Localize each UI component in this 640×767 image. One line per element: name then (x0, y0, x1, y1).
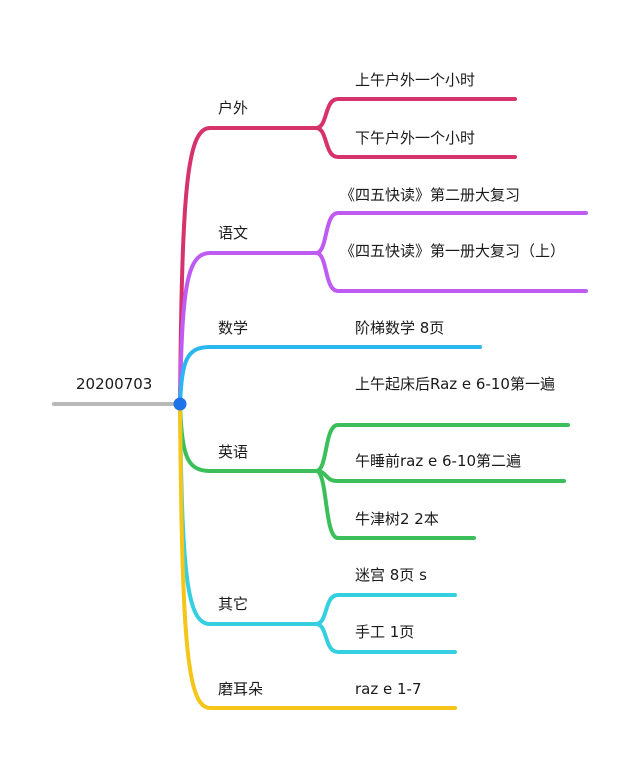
leaf-line-other-1 (314, 622, 457, 654)
leaf-label-outdoor-afternoon[interactable]: 下午户外一个小时 (355, 129, 476, 147)
root-node-dot[interactable] (173, 397, 187, 411)
leaf-label-english-nap[interactable]: 午睡前raz e 6-10第二遍 (355, 452, 522, 470)
branch-line-chinese (178, 251, 318, 406)
branch-label-ear[interactable]: 磨耳朵 (218, 680, 264, 698)
branch-label-chinese[interactable]: 语文 (218, 224, 249, 242)
leaf-label-other-craft[interactable]: 手工 1页 (355, 623, 415, 641)
leaf-line-english-2 (314, 469, 476, 540)
branch-line-ear (178, 402, 318, 710)
branch-line-other (178, 402, 318, 626)
branch-label-outdoor[interactable]: 户外 (218, 99, 249, 117)
leaf-label-math-steps[interactable]: 阶梯数学 8页 (355, 319, 445, 337)
leaf-label-other-maze[interactable]: 迷宫 8页 s (355, 566, 427, 584)
leaf-line-chinese-0 (314, 211, 588, 255)
leaf-label-chinese-book2[interactable]: 《四五快读》第二册大复习 (340, 186, 521, 204)
branch-line-math (178, 345, 318, 406)
leaf-line-chinese-1 (314, 251, 588, 293)
leaf-label-ear-raz[interactable]: raz e 1-7 (355, 680, 422, 698)
leaf-label-english-oxford[interactable]: 牛津树2 2本 (355, 510, 439, 528)
root-topic-label[interactable]: 20200703 (76, 375, 153, 393)
leaf-label-outdoor-morning[interactable]: 上午户外一个小时 (355, 71, 476, 89)
branch-label-math[interactable]: 数学 (218, 319, 249, 337)
leaf-label-english-morning[interactable]: 上午起床后Raz e 6-10第一遍 (355, 375, 555, 393)
branch-label-english[interactable]: 英语 (218, 443, 249, 461)
leaf-line-english-1 (314, 469, 566, 483)
branch-line-outdoor (178, 126, 318, 406)
leaf-line-outdoor-1 (314, 126, 517, 159)
branch-label-other[interactable]: 其它 (218, 595, 249, 613)
leaf-line-other-0 (314, 593, 457, 626)
leaf-line-outdoor-0 (314, 97, 517, 130)
leaf-label-chinese-book1[interactable]: 《四五快读》第一册大复习（上） (340, 242, 566, 260)
